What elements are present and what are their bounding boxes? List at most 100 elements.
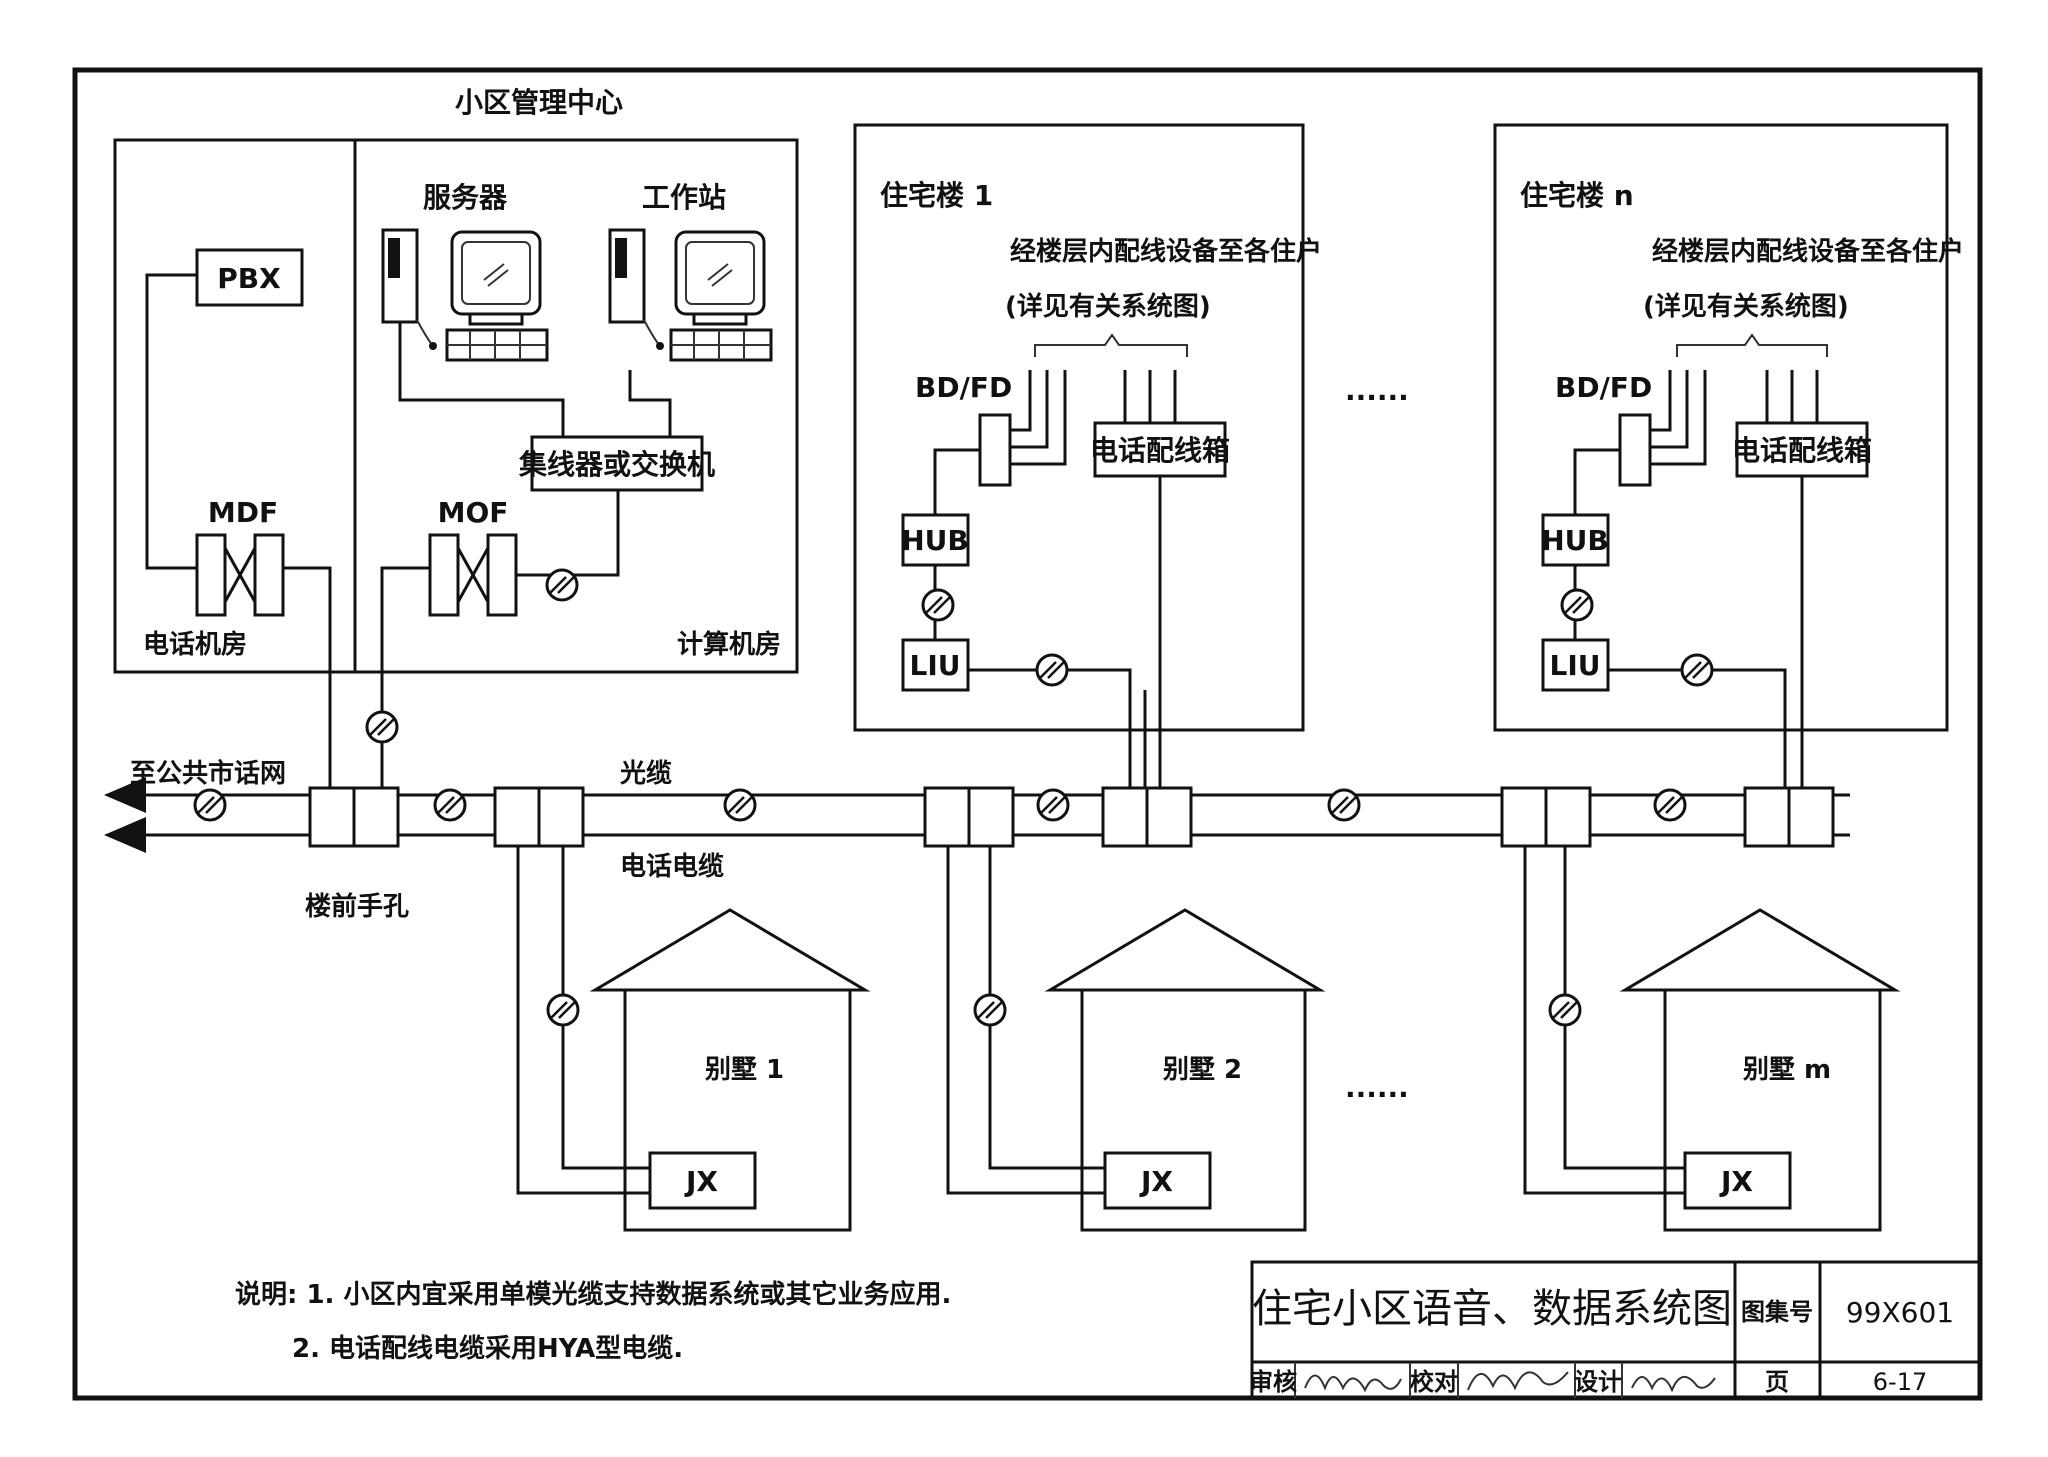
atlas-number: 99X601 bbox=[1846, 1296, 1954, 1329]
building-1-riser-3 bbox=[1010, 370, 1067, 466]
building-n-hub-box bbox=[1541, 513, 1610, 567]
fiber-marker-icon bbox=[1548, 993, 1582, 1027]
fiber-marker-icon bbox=[723, 788, 757, 822]
fiber-marker-slash bbox=[1339, 796, 1357, 814]
fiber-marker-icon bbox=[1327, 788, 1361, 822]
villa-m-label: 别墅 m bbox=[1742, 1055, 1831, 1085]
villa-2 bbox=[1044, 908, 1326, 1232]
building-1-hub-label: HUB bbox=[901, 524, 969, 557]
fiber-marker-slash bbox=[558, 1001, 576, 1019]
public-network-label: 至公共市话网 bbox=[130, 758, 286, 789]
building-1-note-line1: 经楼层内配线设备至各住户 bbox=[1010, 236, 1322, 267]
management-center-box bbox=[113, 138, 799, 674]
fiber-marker-slash bbox=[1048, 796, 1066, 814]
villa-m-jx-label: JX bbox=[1719, 1165, 1753, 1198]
handhole-villa-m bbox=[1500, 786, 1592, 848]
review-label: 审核 bbox=[1249, 1368, 1297, 1396]
villa-2-jx-label: JX bbox=[1139, 1165, 1173, 1198]
villa-1-jx-label: JX bbox=[684, 1165, 718, 1198]
fiber-marker-slash bbox=[437, 796, 455, 814]
villa-m-jx-box bbox=[1683, 1151, 1792, 1210]
fiber-marker-icon bbox=[1035, 653, 1069, 687]
building-n-riser-2 bbox=[1650, 370, 1689, 449]
designer-signature bbox=[1631, 1376, 1716, 1393]
fiber-marker-slash bbox=[1047, 661, 1065, 679]
handhole-label: 楼前手孔 bbox=[305, 891, 409, 922]
mof-label: MOF bbox=[438, 496, 509, 529]
villa-m-fiber-line bbox=[1563, 846, 1685, 1170]
fiber-marker-slash bbox=[925, 596, 943, 614]
villa-m bbox=[1619, 908, 1901, 1232]
optical-cable-label: 光缆 bbox=[619, 758, 672, 789]
fiber-marker-slash bbox=[377, 718, 395, 736]
building-n-box bbox=[1493, 123, 1949, 732]
building-1-title: 住宅楼 1 bbox=[880, 179, 993, 212]
page-label: 页 bbox=[1765, 1368, 1789, 1396]
workstation-to-switch-line bbox=[628, 370, 672, 437]
building-1-liu-line bbox=[968, 668, 1132, 790]
ellipsis-top: ...... bbox=[1345, 374, 1409, 407]
hub-switch-box bbox=[530, 435, 704, 492]
fiber-marker-slash bbox=[735, 796, 753, 814]
building-n-bdfd-to-hub bbox=[1573, 448, 1620, 515]
building-n-liu-label: LIU bbox=[1550, 649, 1601, 682]
building-n-liu-box bbox=[1541, 638, 1610, 692]
phone-cable-label: 电话电缆 bbox=[620, 851, 724, 882]
fiber-marker-icon bbox=[1680, 653, 1714, 687]
building-n-note-line1: 经楼层内配线设备至各住户 bbox=[1652, 236, 1964, 267]
fiber-marker-slash bbox=[445, 796, 463, 814]
workstation-computer-icon bbox=[608, 228, 773, 362]
reviewer-signature bbox=[1304, 1374, 1402, 1393]
handhole-villa-1 bbox=[493, 786, 585, 848]
fiber-marker-icon bbox=[365, 710, 399, 744]
villa-2-label: 别墅 2 bbox=[1162, 1055, 1242, 1085]
ellipsis-bottom: ...... bbox=[1345, 1071, 1409, 1104]
villa-1-fiber-line bbox=[561, 846, 650, 1170]
building-1-bdfd-label: BD/FD bbox=[915, 371, 1012, 404]
fiber-marker-icon bbox=[193, 788, 227, 822]
page-number: 6-17 bbox=[1873, 1368, 1927, 1396]
villa-2-jx-box bbox=[1103, 1151, 1212, 1210]
mdf-frame bbox=[195, 533, 285, 617]
mof-to-switch-line bbox=[516, 490, 620, 577]
pbx-to-mdf-line bbox=[145, 273, 197, 570]
fiber-marker-slash bbox=[933, 596, 951, 614]
building-n-brace bbox=[1676, 333, 1828, 357]
drawing-title: 住宅小区语音、数据系统图 bbox=[1252, 1286, 1732, 1332]
villa-1-label: 别墅 1 bbox=[704, 1055, 784, 1085]
design-label: 设计 bbox=[1574, 1368, 1622, 1396]
note-line-2: 2. 电话配线电缆采用HYA型电缆. bbox=[292, 1333, 683, 1364]
fiber-marker-icon bbox=[1036, 788, 1070, 822]
building-1-hub-box bbox=[901, 513, 970, 567]
fiber-marker-slash bbox=[1572, 596, 1590, 614]
mof-frame bbox=[428, 533, 518, 617]
handhole-villa-2 bbox=[923, 786, 1015, 848]
fiber-marker-slash bbox=[1665, 796, 1683, 814]
drawing-frame bbox=[72, 67, 1983, 1401]
fiber-marker-slash bbox=[977, 1001, 995, 1019]
villa-m-phone-line bbox=[1523, 846, 1685, 1195]
villa-1-jx-box bbox=[648, 1151, 757, 1210]
building-n-title: 住宅楼 n bbox=[1520, 179, 1634, 212]
atlas-label: 图集号 bbox=[1741, 1298, 1813, 1326]
fiber-marker-icon bbox=[1653, 788, 1687, 822]
building-1-box bbox=[853, 123, 1305, 732]
fiber-marker-slash bbox=[1564, 596, 1582, 614]
fiber-marker-slash bbox=[369, 718, 387, 736]
pbx-box bbox=[195, 248, 304, 307]
building-n-bdfd-box bbox=[1618, 413, 1652, 487]
building-1-bdfd-box bbox=[978, 413, 1012, 487]
fiber-marker-slash bbox=[1331, 796, 1349, 814]
fiber-marker-slash bbox=[727, 796, 745, 814]
handhole-building-1 bbox=[1101, 786, 1193, 848]
villa-2-phone-line bbox=[946, 846, 1105, 1195]
fiber-marker-slash bbox=[1040, 796, 1058, 814]
building-1-note-line2: (详见有关系统图) bbox=[1005, 291, 1211, 322]
building-1-riser-2 bbox=[1010, 370, 1049, 449]
fiber-marker-icon bbox=[921, 588, 955, 622]
building-1-bdfd-to-hub bbox=[933, 448, 980, 515]
mdf-to-handhole-line bbox=[283, 566, 332, 790]
mdf-label: MDF bbox=[208, 496, 278, 529]
building-n-phone-box-label: 电话配线箱 bbox=[1732, 434, 1872, 467]
